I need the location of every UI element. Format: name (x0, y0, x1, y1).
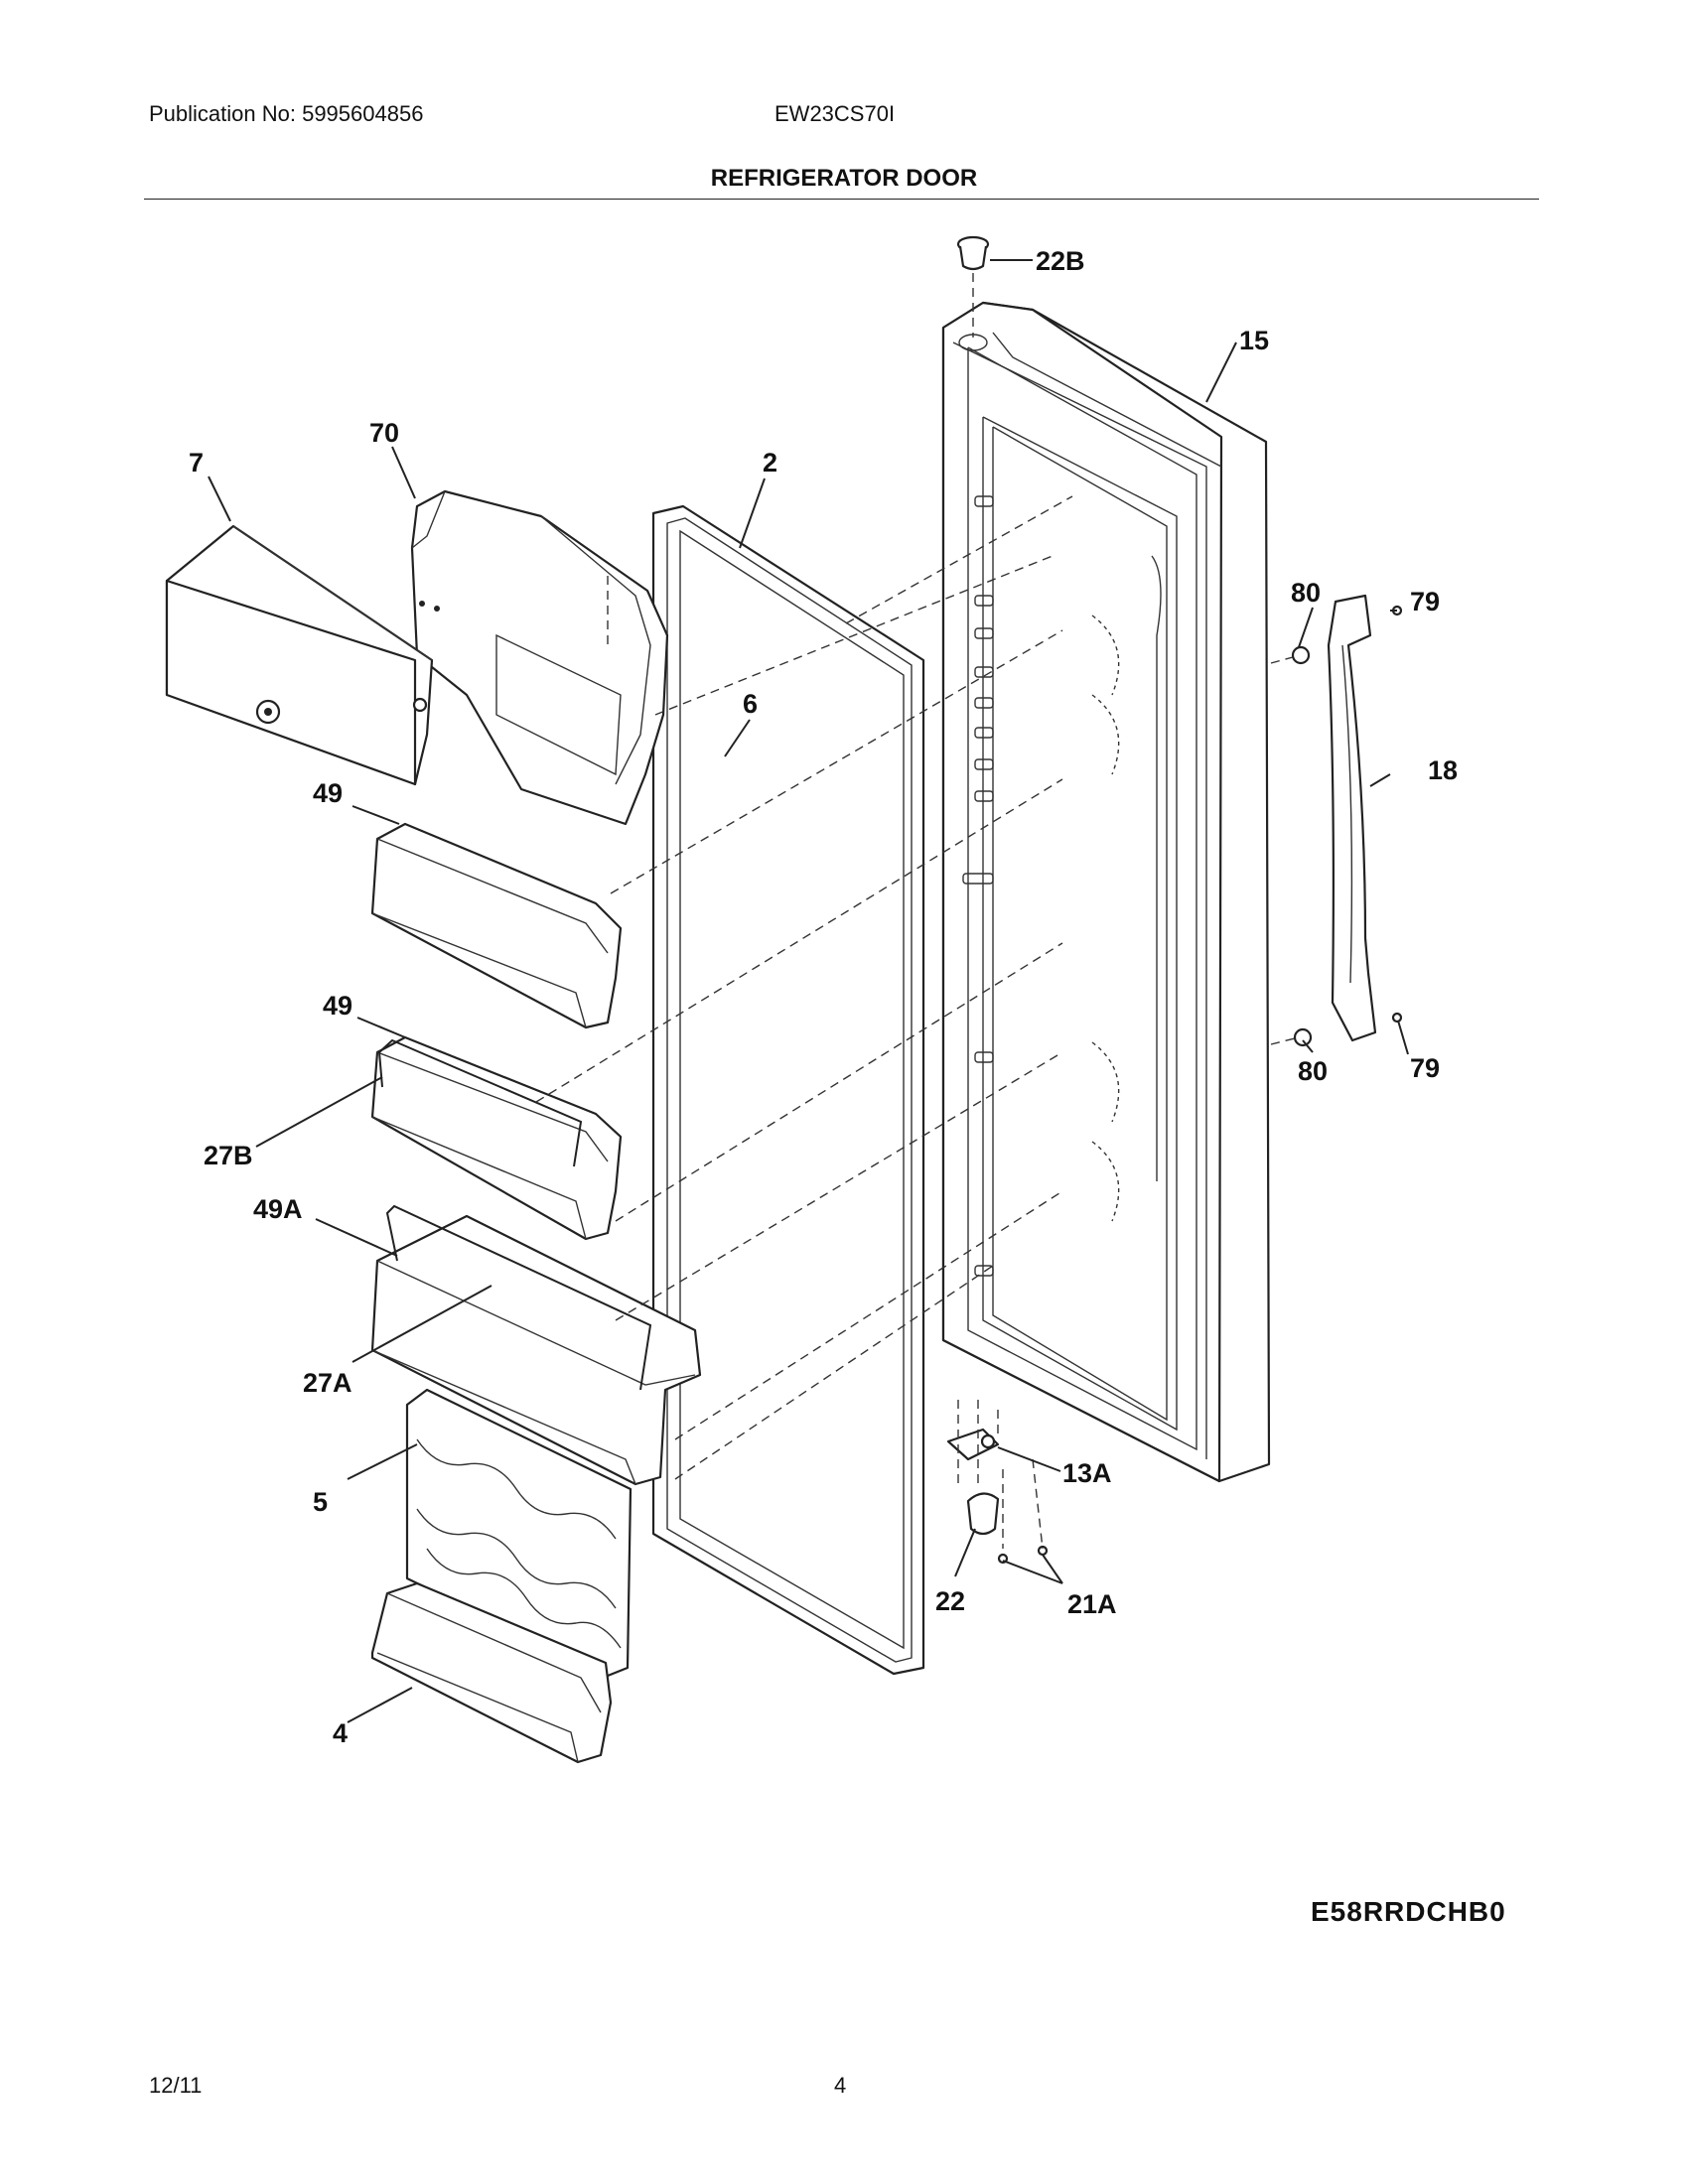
callout-21a: 21A (1067, 1589, 1117, 1619)
callout-13a: 13A (1062, 1458, 1112, 1488)
callout-70: 70 (369, 418, 399, 448)
callout-labels: 22B 15 7 70 2 80 79 6 18 49 49 80 79 27B… (189, 246, 1458, 1748)
callout-5: 5 (313, 1487, 328, 1517)
callout-6: 6 (743, 689, 758, 719)
callout-18: 18 (1428, 755, 1458, 785)
callout-2: 2 (763, 448, 777, 478)
callout-49-middle: 49 (323, 991, 352, 1021)
callout-7: 7 (189, 448, 204, 478)
door-bin-middle (370, 1035, 623, 1241)
callout-27a: 27A (303, 1368, 352, 1398)
door-bin-lower (370, 1204, 702, 1486)
callout-80-lower: 80 (1298, 1056, 1328, 1086)
callout-22b: 22B (1036, 246, 1085, 276)
callout-27b: 27B (204, 1141, 253, 1170)
bottom-door-bin (370, 1581, 613, 1764)
leader-lines (208, 341, 1409, 1723)
header-divider (144, 199, 1539, 200)
door-gasket (651, 504, 925, 1676)
callout-22: 22 (935, 1586, 965, 1616)
door-handle (1270, 594, 1403, 1047)
footer-date: 12/11 (149, 2073, 203, 2098)
diagram-code: E58RRDCHB0 (1311, 1896, 1506, 1927)
door-outer-panel (941, 301, 1271, 1483)
door-bin-upper (370, 822, 623, 1029)
model-number: EW23CS70I (774, 101, 896, 126)
callout-15: 15 (1239, 326, 1269, 355)
callout-79-lower: 79 (1410, 1053, 1440, 1083)
dispenser-module (410, 489, 669, 826)
page-number: 4 (834, 2073, 847, 2098)
callout-4: 4 (333, 1718, 348, 1748)
callout-79-upper: 79 (1410, 587, 1440, 616)
bin-cover (165, 524, 434, 786)
callout-80-upper: 80 (1291, 578, 1321, 608)
callout-49-upper: 49 (313, 778, 343, 808)
bottom-hinge-parts (946, 1400, 1049, 1565)
top-hinge-cap (956, 235, 1033, 338)
page-title: REFRIGERATOR DOOR (710, 165, 978, 192)
assembly-lines (535, 495, 1073, 1480)
publication-number: Publication No: 5995604856 (149, 101, 424, 126)
callout-49a: 49A (253, 1194, 303, 1224)
